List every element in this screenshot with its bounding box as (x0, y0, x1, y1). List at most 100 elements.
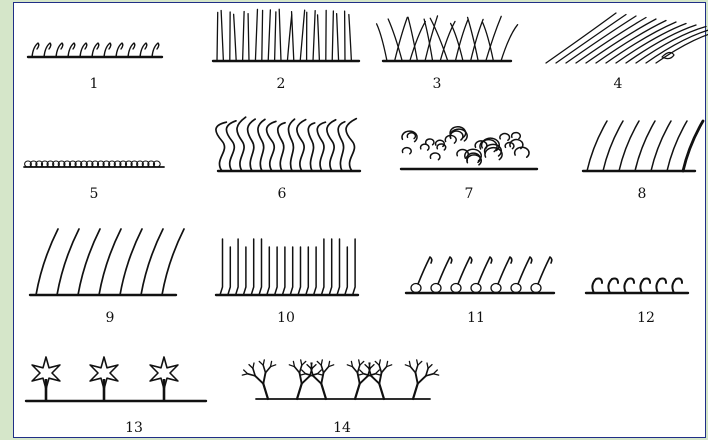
branch (321, 360, 322, 365)
hair (120, 229, 142, 295)
panel-2: 2 (209, 5, 369, 95)
panel-7-number: 7 (465, 187, 474, 201)
branch (324, 367, 329, 373)
panel-2-drawing (209, 5, 369, 65)
strand (300, 10, 304, 61)
hair (683, 121, 703, 171)
strand (248, 119, 256, 171)
strand (279, 9, 281, 61)
branch (375, 374, 380, 375)
branch (321, 365, 323, 373)
strand (267, 247, 270, 295)
panel-10-number: 10 (277, 311, 295, 325)
branch (300, 374, 305, 375)
strand (288, 119, 294, 171)
branch (259, 361, 263, 365)
panel-14-number: 14 (333, 421, 351, 435)
curl (485, 148, 502, 160)
hair (152, 43, 159, 57)
curl (457, 149, 468, 157)
panel-10: 10 (212, 225, 362, 327)
branch (358, 365, 360, 373)
strand (329, 239, 332, 295)
branch (359, 360, 360, 365)
panel-5-number: 5 (90, 187, 99, 201)
strand (338, 122, 345, 171)
strand (234, 14, 237, 61)
branch (358, 374, 363, 375)
strand (243, 11, 245, 61)
panel-1: 1 (26, 33, 176, 93)
panel-6-number: 6 (278, 187, 287, 201)
strand (216, 122, 226, 171)
panel-12: 12 (584, 273, 704, 327)
strand (236, 239, 239, 295)
panel-4-number: 4 (614, 77, 623, 91)
hair (68, 43, 75, 57)
curl (500, 134, 510, 141)
panel-9: 9 (26, 225, 181, 327)
hair (478, 257, 492, 284)
curl (515, 147, 529, 157)
panel-1-drawing (26, 33, 176, 63)
panel-4: 4 (542, 5, 697, 95)
strand (308, 123, 314, 171)
hair (44, 43, 51, 57)
hair (57, 229, 79, 295)
branch (375, 370, 379, 374)
strand (282, 247, 285, 295)
strand (217, 12, 218, 61)
hair (141, 229, 163, 295)
strand (262, 10, 263, 61)
strand (290, 247, 293, 295)
panel-14: 14 (254, 343, 434, 435)
branch (413, 384, 418, 399)
strand (251, 239, 254, 295)
branch (317, 374, 322, 375)
panel-8-number: 8 (638, 187, 647, 201)
branch (379, 360, 380, 365)
strand (278, 123, 285, 171)
strand (345, 247, 348, 295)
strand (226, 121, 236, 171)
curl (402, 148, 411, 154)
bulb (411, 284, 421, 293)
branch (242, 374, 247, 375)
strand (424, 19, 432, 61)
hair (104, 43, 111, 57)
branch (433, 374, 438, 375)
branch (317, 370, 321, 374)
branch (360, 376, 368, 384)
panel-13-number: 13 (125, 421, 143, 435)
panel-7: 7 (399, 121, 539, 203)
curl (407, 133, 415, 139)
branch (411, 367, 416, 373)
branch (427, 363, 428, 368)
hook (592, 279, 602, 294)
branch (263, 384, 268, 399)
strand (292, 12, 294, 61)
strand (220, 239, 223, 295)
hair (56, 43, 63, 57)
strand (255, 9, 257, 61)
strand (268, 10, 270, 61)
hair (635, 121, 655, 171)
panel-3-drawing (379, 5, 519, 65)
branch (355, 384, 360, 399)
panel-11-number: 11 (467, 311, 485, 325)
strand (306, 247, 309, 295)
panel-1-number: 1 (90, 77, 99, 91)
strand (337, 239, 340, 295)
hair (92, 43, 99, 57)
panel-8-drawing (579, 115, 699, 175)
hair (32, 43, 39, 57)
panel-3: 3 (379, 5, 519, 95)
branch (416, 373, 418, 384)
branch (371, 376, 379, 384)
panel-5: 5 (22, 143, 172, 203)
hair (80, 43, 87, 57)
strand (243, 247, 246, 295)
panel-8: 8 (579, 115, 699, 203)
hair (603, 121, 623, 171)
panel-10-drawing (212, 225, 362, 297)
